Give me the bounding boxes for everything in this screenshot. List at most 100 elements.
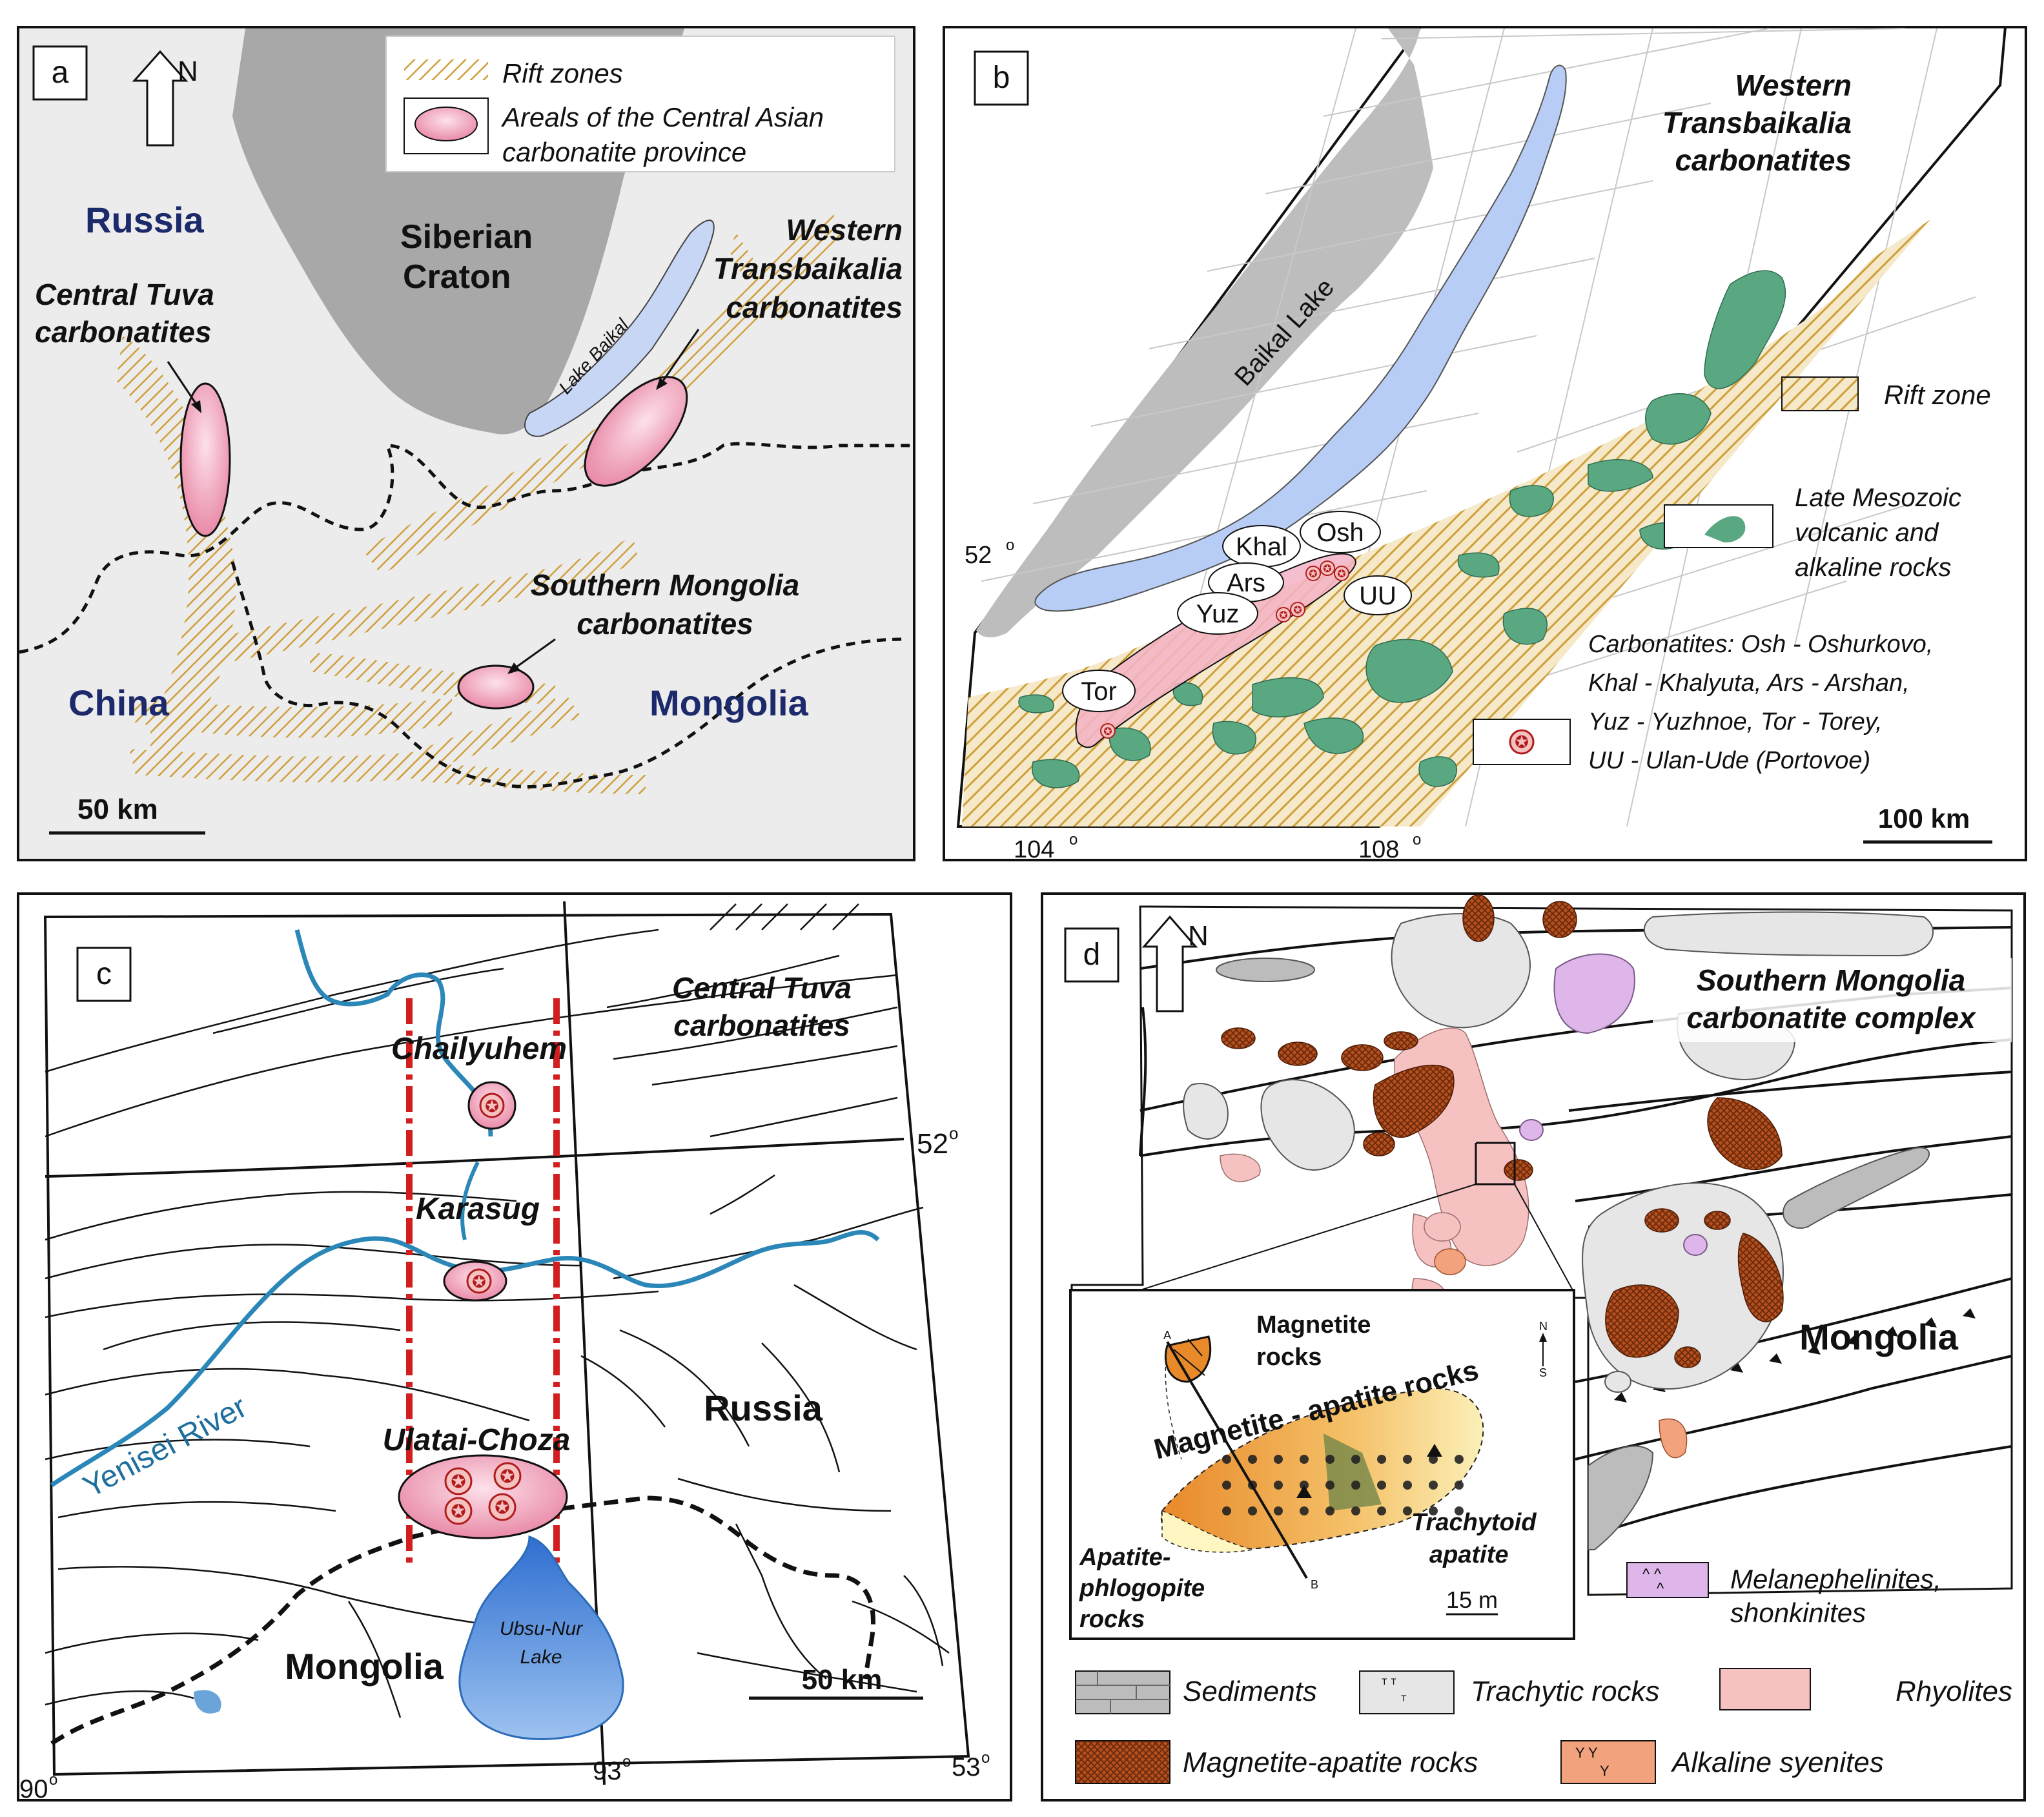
label-china: China: [68, 683, 169, 723]
legend-b-volc-1: Late Mesozoic: [1795, 484, 1961, 512]
label-mongolia-c: Mongolia: [285, 1646, 444, 1687]
melan-bodies: [1519, 953, 1708, 1256]
legend-d-alksy-swatch: [1560, 1740, 1656, 1784]
label-ubsu-2: Lake: [520, 1647, 562, 1668]
svg-text:^ ^: ^ ^: [1642, 1566, 1662, 1583]
panel-a-letter: a: [52, 56, 69, 90]
legend-b-volc-3: alkaline rocks: [1795, 553, 1951, 582]
panel-b-title-3: carbonatites: [1675, 143, 1852, 177]
panel-d: A B N S Magnetite rocks Magnetite - apat…: [1041, 892, 2026, 1802]
legend-rift-label: Rift zones: [502, 58, 623, 88]
svg-text:✪: ✪: [451, 1501, 465, 1521]
north-label: N: [178, 56, 198, 87]
svg-text:✪: ✪: [1337, 569, 1345, 580]
inset-apph-3: rocks: [1079, 1606, 1145, 1633]
panel-c-letter: c: [96, 957, 112, 991]
scale-c-label: 50 km: [802, 1664, 883, 1696]
section-lines: [406, 998, 560, 1565]
north-arrow-icon: [132, 50, 189, 147]
svg-text:✪: ✪: [1293, 605, 1302, 616]
legend-areal-swatch: [414, 107, 478, 141]
legend-areal-line2: carbonatite province: [502, 137, 746, 167]
coord-c-53: 53: [952, 1753, 981, 1781]
legend-b-carb-3: Yuz - Yuzhnoe, Tor - Torey,: [1588, 708, 1883, 735]
svg-text:o: o: [1006, 537, 1014, 554]
label-ubsu-1: Ubsu-Nur: [500, 1618, 583, 1639]
ulatai-markers: ✪ ✪ ✪ ✪: [444, 1462, 522, 1525]
panel-d-letter-box: [1064, 927, 1119, 983]
lake-baikal: [524, 220, 715, 437]
legend-d-melan-1: Melanephelinites,: [1730, 1564, 1941, 1594]
legend-b-volc-2: volcanic and: [1795, 518, 1939, 547]
inset-trach-1: Trachytoid: [1411, 1509, 1537, 1536]
svg-text:✪: ✪: [1309, 569, 1317, 580]
coord-c-93: 93: [593, 1757, 622, 1785]
svg-text:✪: ✪: [1323, 564, 1331, 575]
label-siberian-2: Craton: [403, 258, 511, 296]
deposit-labels: Khal Osh Ars UU Yuz Tor: [1062, 511, 1412, 712]
panel-c-title-1: Central Tuva: [672, 971, 852, 1005]
svg-text:o: o: [49, 1771, 57, 1789]
svg-text:ᵀ: ᵀ: [1401, 1694, 1407, 1708]
panel-d-title-2: carbonatite complex: [1686, 1001, 1977, 1034]
rift-zone-band: [962, 220, 1930, 826]
legend-b-carb-4: UU - Ulan-Ude (Portovoe): [1588, 747, 1870, 774]
carbonatite-areal-band: [1075, 553, 1357, 748]
legend-b-carb-2: Khal - Khalyuta, Ars - Arshan,: [1588, 670, 1910, 697]
ubsu-nur-lake: [458, 1535, 624, 1740]
legend-b-rift-swatch: [1781, 376, 1859, 411]
sediment-bodies: [1216, 958, 1930, 1550]
north-arrow-d-icon: [1141, 915, 1198, 1012]
inset-n: N: [1539, 1320, 1548, 1333]
legend-d-magap-swatch: [1075, 1740, 1170, 1784]
label-siberian-1: Siberian: [400, 218, 533, 256]
panel-b-title-1: Western: [1735, 68, 1852, 102]
inset-magnetite-1: Magnetite: [1256, 1311, 1371, 1339]
legend-b-volc-swatch: [1704, 516, 1746, 543]
legend-d-melan-2: shonkinites: [1730, 1597, 1866, 1628]
magap-bodies: [1221, 894, 1784, 1368]
label-southern-mongolia-1: Southern Mongolia: [531, 568, 800, 602]
label-central-tuva-1: Central Tuva: [35, 278, 214, 311]
inset-a: A: [1163, 1329, 1171, 1342]
svg-text:ᵀ ᵀ: ᵀ ᵀ: [1382, 1677, 1396, 1691]
label-mongolia-d: Mongolia: [1799, 1317, 1959, 1357]
coord-c-90: 90: [19, 1775, 48, 1803]
svg-text:✪: ✪: [1515, 732, 1529, 752]
areal-central-tuva: [179, 382, 231, 537]
panel-a: a N Rift zones Areals of the Central Asi…: [17, 26, 915, 861]
deposit-yuz: Yuz: [1196, 600, 1240, 628]
legend-d-trach-swatch: [1359, 1670, 1455, 1714]
inset-apph-2: phlogopite: [1079, 1575, 1205, 1602]
label-russia: Russia: [85, 200, 204, 240]
legend-d-melan-swatch: [1626, 1562, 1709, 1598]
deposit-uu: UU: [1359, 582, 1396, 610]
legend-d-rhyolites: Rhyolites: [1896, 1676, 2012, 1707]
svg-text:✪: ✪: [472, 1272, 486, 1291]
panel-c: ✪ ✪ ✪ ✪ ✪ ✪ c Central Tuva carbonatites …: [17, 892, 1012, 1803]
deposit-tor: Tor: [1081, 677, 1117, 706]
inset-s: S: [1539, 1366, 1547, 1379]
legend-d-alksy: Alkaline syenites: [1670, 1747, 1884, 1778]
label-southern-mongolia-2: carbonatites: [577, 607, 753, 641]
label-western-1: Western: [786, 213, 903, 247]
svg-text:✪: ✪: [485, 1096, 499, 1116]
coord-52: 52: [965, 542, 992, 569]
inset-scale: 15 m: [1446, 1586, 1498, 1613]
deposit-osh: Osh: [1316, 518, 1364, 547]
svg-text:o: o: [1069, 831, 1078, 848]
svg-text:✪: ✪: [500, 1466, 515, 1486]
legend-d-sediments: Sediments: [1183, 1676, 1317, 1707]
panel-d-title-1: Southern Mongolia: [1697, 963, 1966, 997]
inset-apph-1: Apatite-: [1079, 1544, 1170, 1571]
inset-b: B: [1311, 1578, 1318, 1591]
legend-rift-swatch: [404, 59, 488, 80]
svg-text:o: o: [949, 1124, 958, 1143]
border-line-2: [230, 561, 904, 789]
coord-104: 104: [1014, 836, 1054, 863]
inset-trach-2: apatite: [1429, 1541, 1508, 1568]
volcanic-patches: [1018, 270, 1786, 788]
svg-text:Y Y: Y Y: [1575, 1745, 1598, 1761]
svg-text:o: o: [981, 1749, 990, 1767]
panel-a-letter-box: [32, 45, 88, 101]
